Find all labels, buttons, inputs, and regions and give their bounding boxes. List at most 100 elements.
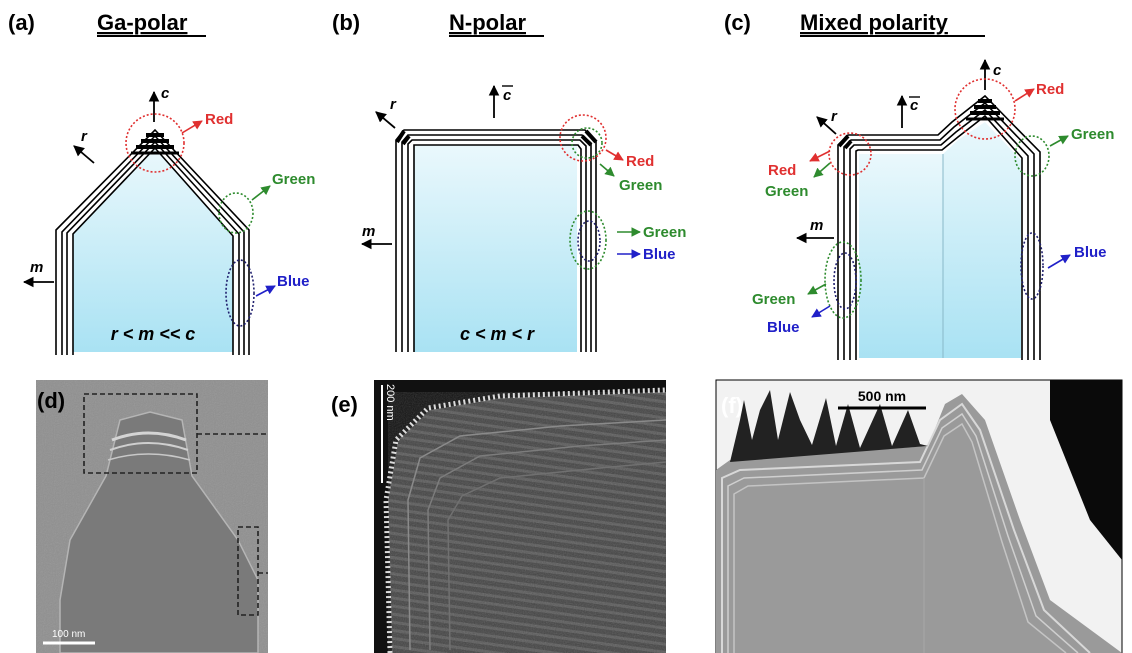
zoom-box-sidewall bbox=[237, 526, 259, 616]
green-label: Green bbox=[752, 291, 795, 308]
n-polar-r-layer bbox=[584, 129, 598, 144]
c-bar-axis-label: c bbox=[910, 97, 919, 114]
green-arrow bbox=[599, 163, 615, 177]
green-label: Green bbox=[619, 177, 662, 194]
blue-arrow bbox=[811, 305, 831, 318]
panel-a-title: Ga-polar bbox=[97, 10, 188, 35]
panel-f: 500 nm (f) bbox=[715, 379, 1123, 653]
green-region-ellipse bbox=[569, 210, 607, 270]
blue-arrow bbox=[255, 285, 276, 297]
surface-edge-e bbox=[383, 387, 667, 653]
n-polar-shell-outer bbox=[395, 129, 597, 352]
n-polar-shell-3 bbox=[407, 139, 587, 352]
panel-c-letter: (c) bbox=[724, 10, 751, 35]
r-axis-label: r bbox=[390, 96, 397, 113]
n-polar-growth-inequality: c < m < r bbox=[460, 324, 535, 344]
scale-bar-label: 200 nm bbox=[384, 384, 396, 421]
red-region-circle bbox=[828, 132, 872, 176]
green-region-ellipse bbox=[218, 192, 254, 234]
ga-polar-growth-inequality: r < m << c bbox=[111, 324, 196, 344]
blue-label: Blue bbox=[1074, 244, 1107, 261]
red-arrow bbox=[1014, 88, 1035, 102]
scale-bar-label: 500 nm bbox=[858, 388, 906, 404]
ga-polar-shell-outer bbox=[55, 128, 250, 355]
n-polar-shell-2 bbox=[401, 134, 592, 352]
growth-band-e bbox=[447, 461, 667, 651]
dark-region-f bbox=[1050, 380, 1122, 560]
quantum-well-shell-f bbox=[733, 422, 1067, 653]
mixed-r-layer bbox=[837, 134, 850, 148]
mixed-n-polar-fill bbox=[859, 154, 943, 358]
red-arrow bbox=[809, 150, 831, 162]
nanowire-cross-section bbox=[59, 411, 259, 653]
growth-band-e bbox=[407, 419, 667, 651]
panel-c-title: Mixed polarity bbox=[800, 10, 949, 35]
mixed-r-layer bbox=[843, 139, 853, 150]
ga-polar-crystal-fill bbox=[73, 148, 233, 352]
r-axis-arrow bbox=[375, 111, 396, 129]
scale-bar-label: 100 nm bbox=[52, 629, 85, 640]
r-axis-arrow bbox=[73, 145, 95, 164]
red-label: Red bbox=[205, 111, 233, 128]
red-region-circle bbox=[559, 114, 607, 162]
blue-arrow bbox=[1047, 254, 1071, 269]
blue-region-ellipse bbox=[577, 220, 601, 262]
n-polar-crystal-fill bbox=[414, 145, 577, 352]
mixed-ga-polar-fill bbox=[943, 122, 1021, 358]
m-axis-label: m bbox=[30, 259, 43, 276]
r-axis-arrow bbox=[816, 116, 837, 135]
c-axis-label: c bbox=[993, 62, 1002, 79]
green-arrow bbox=[1049, 135, 1069, 147]
blue-label: Blue bbox=[767, 319, 800, 336]
blue-region-ellipse bbox=[1020, 232, 1044, 300]
green-arrow bbox=[807, 283, 827, 295]
blue-region-ellipse bbox=[833, 252, 857, 310]
green-label: Green bbox=[272, 171, 315, 188]
r-axis-label: r bbox=[81, 128, 88, 145]
c-axis-label: c bbox=[161, 85, 170, 102]
blue-label: Blue bbox=[643, 246, 676, 263]
r-axis-label: r bbox=[831, 108, 838, 125]
micrograph-e-noise bbox=[388, 392, 666, 653]
green-region-circle bbox=[571, 127, 603, 159]
panel-c: (c) Mixed polarity c c r m Red bbox=[724, 10, 1114, 360]
panel-b: (b) N-polar c r m Red Green Green Blue c… bbox=[332, 10, 686, 352]
red-region-circle bbox=[954, 78, 1016, 140]
panel-a-letter: (a) bbox=[8, 10, 35, 35]
quantum-well-contrast bbox=[107, 453, 191, 461]
green-region-ellipse bbox=[1014, 135, 1050, 177]
panel-f-letter: (f) bbox=[721, 393, 743, 418]
growth-band-e bbox=[427, 439, 667, 651]
mixed-shell-inner bbox=[855, 114, 1023, 360]
blue-region-ellipse bbox=[225, 259, 255, 327]
quantum-well-shell-f bbox=[721, 402, 1091, 653]
green-arrow bbox=[251, 185, 271, 201]
red-label: Red bbox=[1036, 81, 1064, 98]
mixed-shell-3 bbox=[849, 108, 1029, 360]
panel-d: 100 nm (d) bbox=[36, 380, 268, 653]
red-arrow bbox=[181, 120, 203, 134]
panel-a: (a) Ga-polar c r m Red Green Blue r < m … bbox=[8, 10, 315, 355]
n-polar-shell-inner bbox=[413, 144, 582, 352]
panel-b-letter: (b) bbox=[332, 10, 360, 35]
nanowire-region-f bbox=[716, 394, 1122, 653]
quantum-well-contrast bbox=[109, 442, 189, 451]
green-label: Green bbox=[1071, 126, 1114, 143]
blue-label: Blue bbox=[277, 273, 310, 290]
m-axis-label: m bbox=[810, 217, 823, 234]
c-bar-axis-label: c bbox=[503, 87, 512, 104]
green-arrow bbox=[813, 162, 831, 178]
green-region-ellipse bbox=[824, 241, 862, 319]
m-axis-label: m bbox=[362, 223, 375, 240]
green-label: Green bbox=[765, 183, 808, 200]
panel-d-letter: (d) bbox=[37, 388, 65, 413]
n-polar-r-layer bbox=[580, 134, 593, 147]
panel-e-letter: (e) bbox=[331, 392, 358, 417]
panel-e: (e) 200 nm bbox=[331, 380, 667, 653]
red-label: Red bbox=[626, 153, 654, 170]
quantum-well-shell-f bbox=[727, 412, 1079, 653]
n-polar-r-layer bbox=[401, 134, 411, 146]
n-polar-r-layer bbox=[395, 129, 406, 144]
red-label: Red bbox=[768, 162, 796, 179]
green-label: Green bbox=[643, 224, 686, 241]
